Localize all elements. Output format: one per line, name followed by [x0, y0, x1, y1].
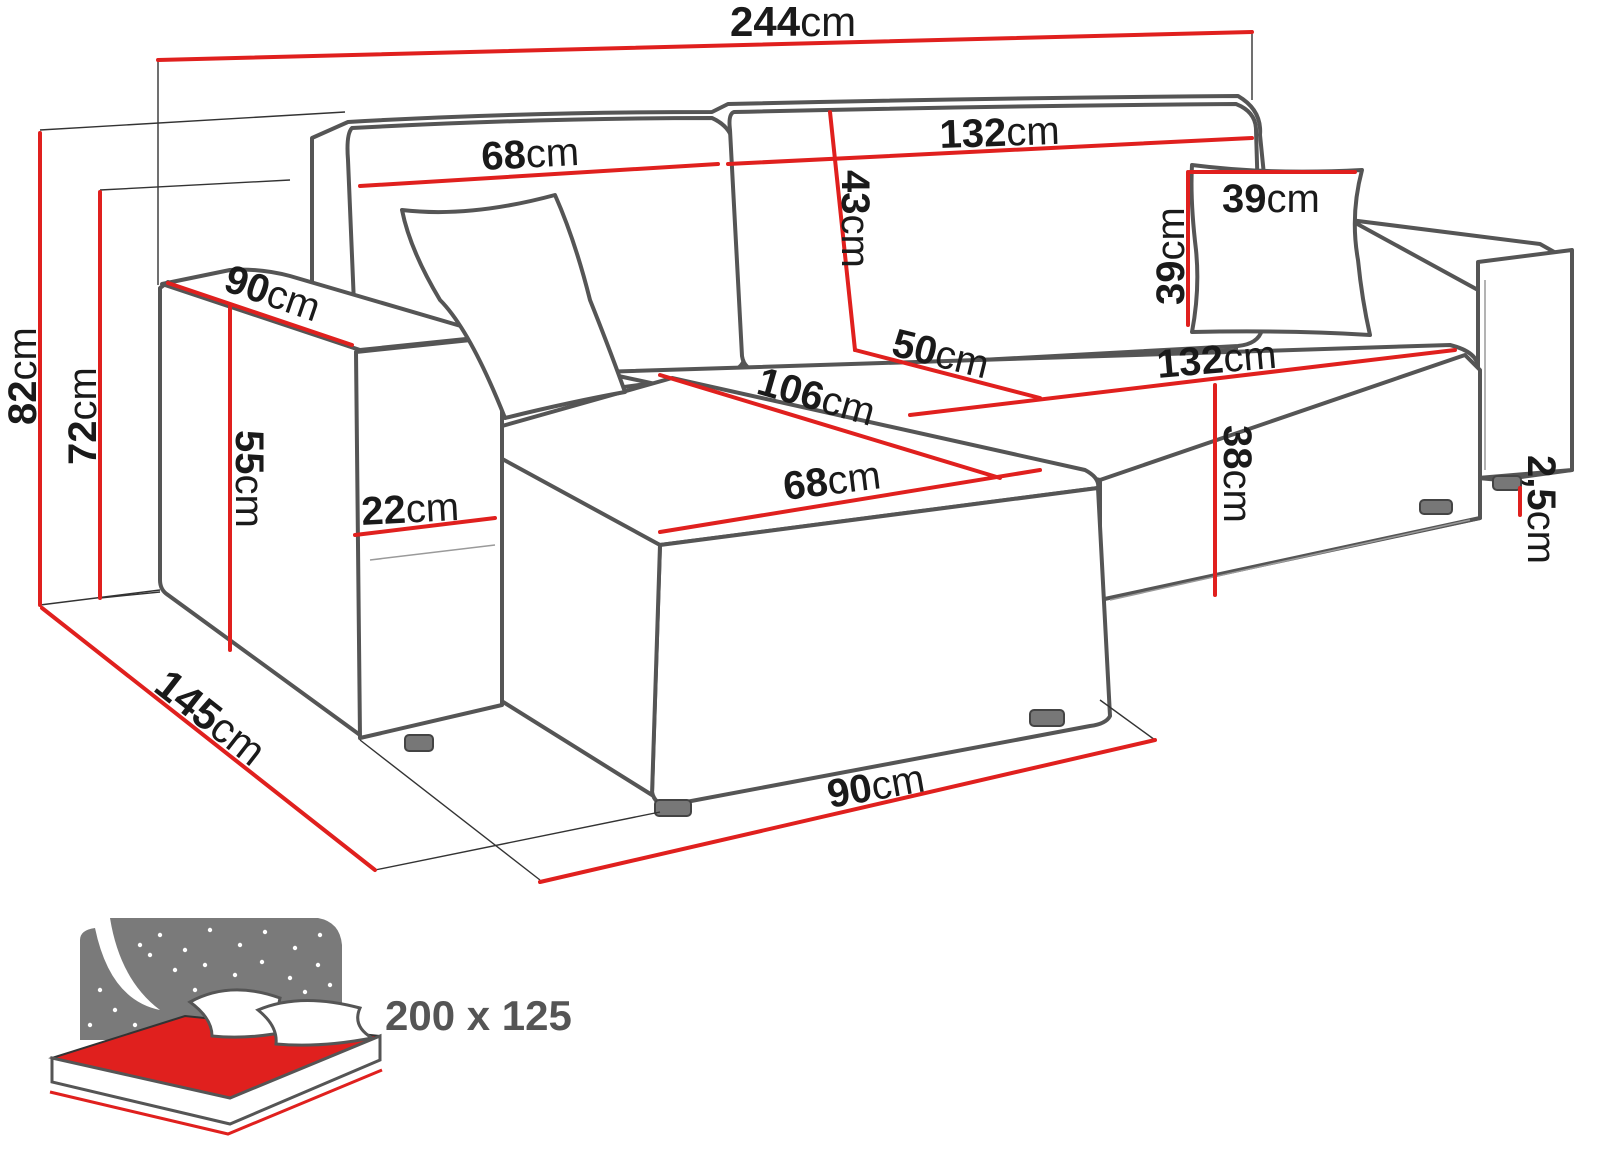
- star-icon: [317, 932, 323, 938]
- pillow-left: [400, 193, 627, 420]
- foot: [404, 734, 434, 752]
- right-armrest-front: [1476, 248, 1574, 480]
- label-back-right: 132cm: [939, 109, 1061, 157]
- star-icon: [292, 945, 298, 951]
- dim-line-seat-width: [908, 348, 1457, 417]
- dim-line-seat-depth: [853, 348, 1042, 400]
- label-seat-height: 38cm: [1215, 425, 1259, 523]
- label-arm-height: 72cm: [61, 367, 105, 465]
- star-icon: [315, 962, 321, 968]
- chaise-front: [650, 486, 1112, 808]
- label-arm-width: 22cm: [360, 485, 460, 534]
- label-chaise-width: 68cm: [781, 453, 883, 509]
- dim-line-front-width: [538, 738, 1157, 884]
- star-icon: [132, 1022, 138, 1028]
- star-icon: [287, 975, 293, 981]
- left-armrest-front: [354, 336, 504, 740]
- star-icon: [87, 1022, 93, 1028]
- star-icon: [137, 942, 143, 948]
- label-total-width: 244cm: [730, 0, 856, 45]
- dim-line-back-right: [726, 136, 1254, 166]
- dim-line-chaise-width: [658, 468, 1042, 534]
- dim-line-back-height: [828, 110, 857, 352]
- label-front-width: 90cm: [824, 757, 928, 817]
- dim-line-arm-depth: [166, 281, 354, 347]
- star-icon: [112, 1007, 118, 1013]
- label-pillow-width: 39cm: [1222, 177, 1320, 221]
- left-armrest-top: [160, 267, 497, 352]
- bed-pillow-icon: [255, 998, 377, 1047]
- label-back-height: 43cm: [833, 170, 877, 268]
- foot: [1492, 475, 1522, 491]
- dimension-lines: [38, 30, 1522, 884]
- star-icon: [302, 989, 308, 995]
- dim-line-side-depth: [40, 606, 377, 872]
- dim-line-back-left: [358, 162, 720, 188]
- dim-line-arm-width: [353, 516, 497, 537]
- star-icon: [327, 982, 333, 988]
- star-icon: [202, 962, 208, 968]
- star-icon: [232, 972, 238, 978]
- star-icon: [182, 947, 188, 953]
- bed-icon: [48, 918, 383, 1136]
- foot: [1419, 499, 1453, 515]
- bed-size-label: 200 x 125: [385, 992, 572, 1039]
- label-leg-height: 2,5cm: [1519, 455, 1563, 564]
- mattress-side-icon: [50, 1033, 382, 1126]
- star-icon: [172, 967, 178, 973]
- label-back-left: 68cm: [480, 130, 580, 179]
- star-icon: [262, 929, 268, 935]
- label-pillow-height: 39cm: [1149, 207, 1193, 305]
- star-icon: [207, 927, 213, 933]
- seam-line: [1109, 519, 1471, 601]
- label-total-height: 82cm: [1, 327, 45, 425]
- label-seat-width: 132cm: [1155, 333, 1278, 387]
- foot: [1029, 709, 1065, 727]
- star-icon: [259, 959, 265, 965]
- extension-lines: [39, 30, 1253, 881]
- label-side-depth: 145cm: [146, 660, 274, 775]
- label-arm-inner: 55cm: [227, 430, 271, 528]
- seam-line: [369, 544, 496, 561]
- label-seat-depth: 50cm: [888, 321, 994, 387]
- dim-line-chaise-length: [658, 373, 1002, 480]
- bed-arrow-icon: [49, 1068, 383, 1136]
- back-cushion-right: [727, 102, 1264, 374]
- star-icon: [237, 942, 243, 948]
- star-icon: [157, 932, 163, 938]
- star-icon: [147, 952, 153, 958]
- sofa-drawing: [158, 94, 1574, 817]
- star-icon: [192, 987, 198, 993]
- foot: [654, 799, 692, 817]
- dim-line-total-width: [156, 30, 1254, 62]
- star-icon: [97, 987, 103, 993]
